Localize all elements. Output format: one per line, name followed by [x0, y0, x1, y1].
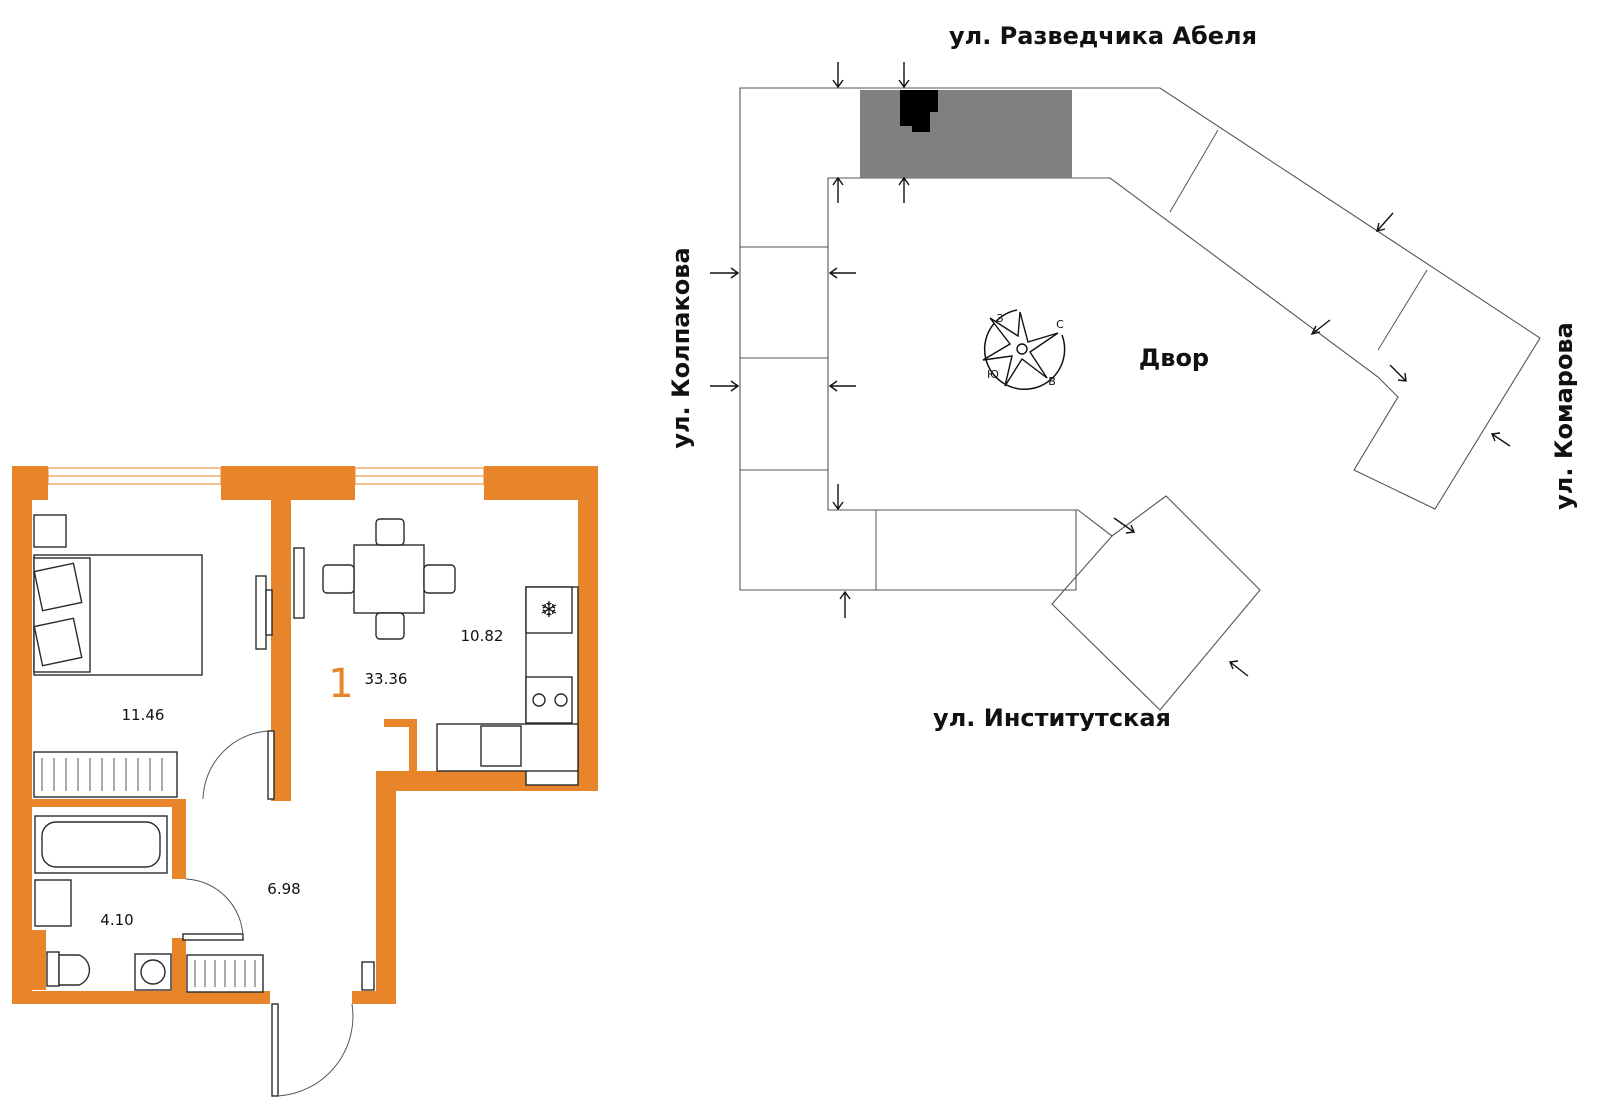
entrance-arrows [710, 62, 1511, 677]
sink [34, 879, 72, 927]
svg-text:С: С [1056, 318, 1064, 331]
kitchen-counter: ❄ [436, 586, 579, 786]
bathtub [34, 815, 168, 874]
walls [12, 466, 598, 1004]
svg-text:В: В [1048, 375, 1056, 388]
area-hallway: 6.98 [267, 880, 300, 898]
building-outline [739, 87, 1541, 711]
toilet [46, 951, 91, 987]
apartment-marker [900, 90, 938, 132]
washing-machine [134, 953, 172, 991]
highlight-section [860, 90, 1072, 178]
area-kitchen: 10.82 [461, 627, 504, 645]
area-bathroom: 4.10 [100, 911, 133, 929]
radiator-bedroom [33, 751, 178, 798]
total-area: 33.36 [365, 670, 408, 688]
svg-text:З: З [996, 312, 1003, 325]
window-kitchen [354, 467, 485, 485]
window-bedroom [47, 467, 222, 485]
yard-label: Двор [1139, 344, 1209, 372]
tv-kitchen [293, 547, 305, 619]
street-east: ул. Комарова [1550, 322, 1578, 510]
tv-stand [255, 575, 273, 650]
nightstand [33, 514, 67, 548]
radiator-bathroom [186, 954, 264, 993]
dining-table [322, 518, 456, 640]
street-south: ул. Институтская [933, 704, 1171, 732]
street-west: ул. Колпакова [667, 247, 695, 448]
svg-text:❄: ❄ [540, 598, 558, 623]
door-bedroom [202, 730, 275, 800]
area-bedroom: 11.46 [122, 706, 165, 724]
rooms-count: 1 [328, 661, 353, 707]
compass-icon: С В Ю З [982, 309, 1066, 391]
street-north: ул. Разведчика Абеля [949, 22, 1257, 50]
shoe-rack [361, 961, 375, 991]
svg-text:Ю: Ю [987, 368, 999, 381]
door-entrance [271, 1003, 354, 1097]
door-bathroom [182, 878, 244, 941]
bed [33, 554, 203, 676]
